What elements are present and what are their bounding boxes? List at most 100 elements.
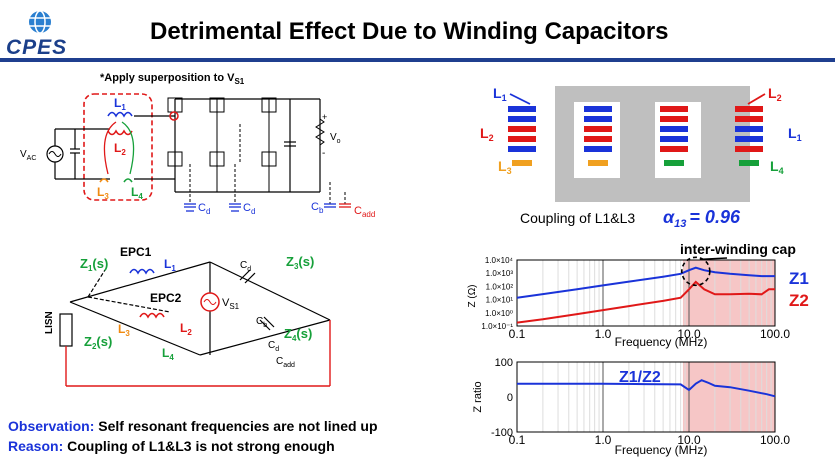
y-tick-label: 1.0×10³ (486, 269, 514, 278)
load-resistor-icon (315, 118, 325, 146)
winding-block (508, 136, 536, 142)
winding-block (584, 116, 612, 122)
xfmr-l2-right: L2 (768, 85, 782, 103)
eq-l4-label: L4 (162, 346, 174, 362)
winding-block (508, 116, 536, 122)
annotation-inter-winding-cap: inter-winding cap (680, 241, 796, 257)
winding-block (735, 146, 763, 152)
eq-inductor-l1 (129, 268, 155, 275)
reason-line: Reason: Coupling of L1&L3 is not strong … (8, 438, 335, 454)
xfmr-l2-left: L2 (480, 125, 494, 143)
superposition-note: *Apply superposition to VS1 (100, 72, 245, 86)
xfmr-l3: L3 (498, 158, 512, 176)
x-tick-label: 10.0 (677, 433, 701, 447)
l4-label: L4 (131, 185, 143, 201)
series-line-z2 (516, 280, 775, 324)
series-line-z1z2 (517, 379, 776, 398)
arrow-l2 (747, 93, 766, 105)
series-label-z1z2: Z1/Z2 (619, 369, 661, 386)
y-tick-label: -100 (491, 427, 513, 439)
y-tick-label: 1.0×10⁴ (485, 256, 514, 265)
xfmr-l1-left: L1 (493, 85, 507, 103)
xfmr-l4: L4 (770, 158, 784, 176)
winding-block (512, 160, 532, 166)
vo-plus: + (322, 112, 327, 122)
z3-label: Z3(s) (286, 254, 314, 271)
winding-block (664, 160, 684, 166)
vo-minus: - (322, 148, 325, 159)
y-tick-label: 1.0×10² (486, 282, 514, 291)
winding-block (584, 106, 612, 112)
inductor-l2 (107, 129, 133, 136)
z4-label: Z4(s) (284, 326, 312, 343)
inductor-l4 (123, 178, 133, 183)
legend-z1: Z1 (789, 269, 809, 288)
x-tick-label: 10.0 (677, 327, 701, 341)
y-axis-label: Z ratio (472, 381, 484, 412)
switch-bridge (167, 97, 277, 192)
coupling-caption: Coupling of L1&L3 (520, 210, 635, 226)
winding-block (660, 116, 688, 122)
converter-schematic: *Apply superposition to VS1 VAC L1 L2 L3… (20, 72, 375, 219)
cd-capacitor-icons (184, 203, 336, 212)
switch-node-marker (169, 111, 179, 121)
winding-diagram: L1 L2 L3 L2 L1 L4 Coupling of L1&L3 α13=… (480, 85, 802, 230)
filter-dashed-box (83, 93, 153, 201)
resonance-band (682, 260, 775, 326)
arrow-l1 (509, 93, 531, 105)
globe-icon (29, 10, 51, 34)
winding-block (739, 160, 759, 166)
y-axis-label: Z (Ω) (467, 284, 478, 307)
series-line-z1 (516, 266, 775, 299)
l2-label: L2 (114, 141, 126, 157)
winding-block (735, 126, 763, 132)
winding-block (660, 126, 688, 132)
winding-block (588, 160, 608, 166)
lisn-box (59, 313, 73, 347)
coupling-coefficient: α13= 0.96 (663, 207, 741, 230)
winding-block (735, 106, 763, 112)
observation-text: Self resonant frequencies are not lined … (94, 418, 378, 434)
resonance-band (682, 362, 775, 432)
y-tick-label: 100 (495, 357, 513, 369)
inductor-l1 (107, 111, 133, 118)
z2-label: Z2(s) (84, 334, 112, 351)
winding-block (584, 146, 612, 152)
eq-cd-label: Cd (240, 260, 251, 273)
x-tick-label: 0.1 (509, 433, 526, 447)
cd-label-2: Cd (243, 202, 255, 216)
winding-block (735, 116, 763, 122)
reason-text: Coupling of L1&L3 is not strong enough (63, 438, 335, 454)
eq-cb-label: Cb (256, 316, 267, 329)
lisn-label: LISN (44, 311, 55, 334)
winding-block (508, 126, 536, 132)
winding-block (508, 106, 536, 112)
eq-l2-label: L2 (180, 321, 192, 337)
cd-label-1: Cd (198, 202, 210, 216)
page-title: Detrimental Effect Due to Winding Capaci… (150, 18, 669, 45)
x-tick-label: 100.0 (760, 433, 790, 447)
winding-block (660, 106, 688, 112)
x-tick-label: 0.1 (509, 327, 526, 341)
annotation-circle (681, 256, 711, 287)
annotation-arrow (699, 257, 728, 260)
x-tick-label: 1.0 (595, 433, 612, 447)
winding-block (735, 136, 763, 142)
xfmr-l1-right: L1 (788, 125, 802, 143)
y-tick-label: 1.0×10⁻¹ (481, 322, 513, 331)
epc1-label: EPC1 (120, 245, 152, 259)
cb-label: Cb (311, 201, 324, 215)
epc2-label: EPC2 (150, 291, 182, 305)
cadd-capacitor-icon (339, 203, 351, 208)
winding-block (660, 146, 688, 152)
winding-block (508, 146, 536, 152)
y-tick-label: 1.0×10¹ (486, 296, 514, 305)
observation-key: Observation: (8, 418, 95, 434)
x-tick-label: 1.0 (595, 327, 612, 341)
eq-cadd-label: Cadd (276, 356, 295, 369)
observation-line: Observation: Self resonant frequencies a… (8, 418, 378, 434)
reason-key: Reason: (8, 438, 64, 454)
eq-cd2-label: Cd (268, 340, 279, 353)
winding-block (584, 136, 612, 142)
